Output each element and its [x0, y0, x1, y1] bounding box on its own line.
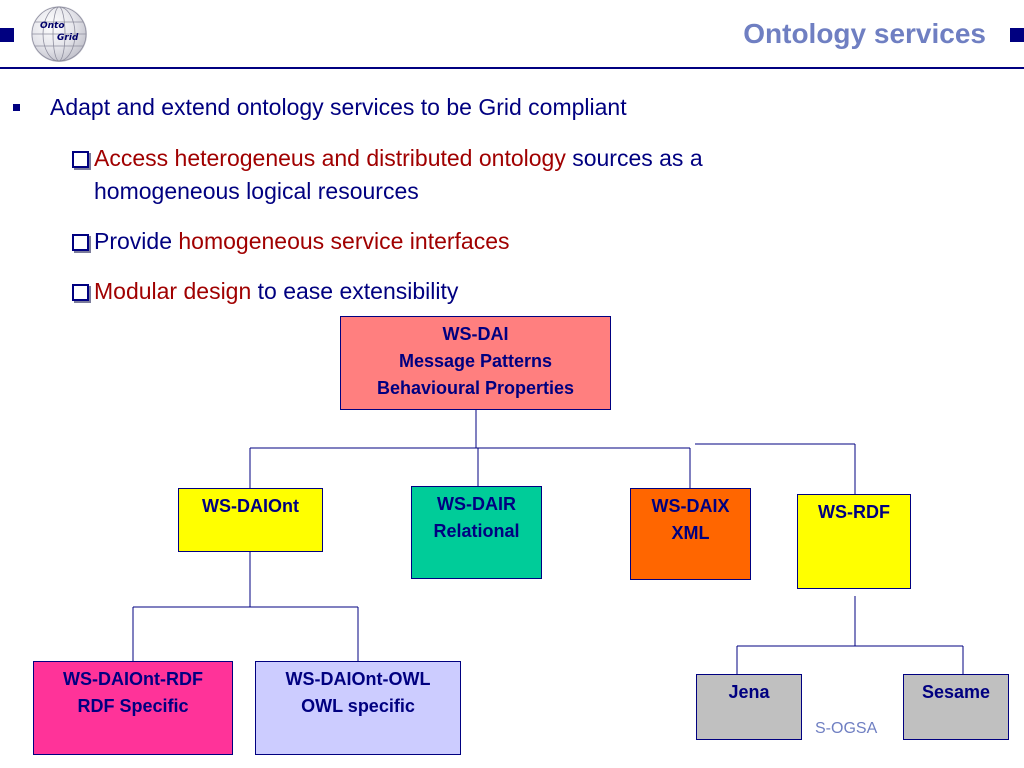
- sub-bullet-1-line2: homogeneous logical resources: [94, 178, 419, 204]
- checkbox-bullet-icon: [72, 151, 89, 168]
- ws-daiont-rdf-box: WS-DAIOnt-RDF RDF Specific: [33, 661, 233, 755]
- ws-daiont-owl-line-2: OWL specific: [301, 696, 415, 716]
- sub-bullet-1: Access heterogeneus and distributed onto…: [94, 142, 894, 208]
- ws-daiont-rdf-line-1: WS-DAIOnt-RDF: [63, 669, 203, 689]
- ws-dai-box: WS-DAI Message Patterns Behavioural Prop…: [340, 316, 611, 410]
- ws-dai-line-3: Behavioural Properties: [376, 378, 575, 398]
- logo-text-grid: Grid: [57, 33, 79, 43]
- bullet-square-icon: [13, 104, 20, 111]
- ws-dair-line-2: Relational: [433, 521, 520, 541]
- ws-rdf-label: WS-RDF: [818, 502, 890, 522]
- jena-box: Jena: [696, 674, 802, 740]
- logo-text-onto: Onto: [40, 21, 65, 31]
- ws-daix-box: WS-DAIX XML: [630, 488, 751, 580]
- ws-dai-line-1: WS-DAI: [442, 324, 509, 344]
- ws-dair-box: WS-DAIR Relational: [411, 486, 542, 579]
- checkbox-bullet-icon: [72, 284, 89, 301]
- sesame-box: Sesame: [903, 674, 1009, 740]
- slide-title: Ontology services: [743, 18, 986, 49]
- bullet-main: Adapt and extend ontology services to be…: [50, 94, 627, 120]
- header-left-square: [0, 28, 14, 42]
- ws-daiont-label: WS-DAIOnt: [202, 496, 299, 516]
- sub-bullet-1-text: sources as a: [565, 145, 703, 171]
- ws-dai-line-2: Message Patterns: [398, 351, 553, 371]
- ws-daiont-owl-box: WS-DAIOnt-OWL OWL specific: [255, 661, 461, 755]
- ws-daiont-box: WS-DAIOnt: [178, 488, 323, 552]
- ws-daiont-owl-line-1: WS-DAIOnt-OWL: [285, 669, 431, 689]
- header-divider: [0, 67, 1024, 69]
- checkbox-bullet-icon: [72, 234, 89, 251]
- ws-daix-line-2: XML: [671, 523, 710, 543]
- ontogrid-logo: Onto Grid: [31, 6, 87, 62]
- sub-bullet-1-highlight: Access heterogeneus and distributed onto…: [94, 145, 566, 171]
- header-right-square: [1010, 28, 1024, 42]
- ws-rdf-box: WS-RDF: [797, 494, 911, 589]
- sub-bullet-2-highlight: homogeneous service interfaces: [178, 228, 510, 254]
- sub-bullet-3-text: to ease extensibility: [251, 278, 459, 304]
- sub-bullet-3-highlight: Modular design: [94, 278, 252, 304]
- ws-dair-line-1: WS-DAIR: [437, 494, 516, 514]
- sub-bullet-2: Provide homogeneous service interfaces: [94, 225, 510, 258]
- sesame-label: Sesame: [921, 682, 991, 702]
- jena-label: Jena: [728, 682, 770, 702]
- sub-bullet-2-text: Provide: [94, 228, 179, 254]
- globe-icon: [31, 6, 87, 62]
- ws-daix-line-1: WS-DAIX: [651, 496, 730, 516]
- footer-label: S-OGSA: [815, 720, 878, 737]
- ws-daiont-rdf-line-2: RDF Specific: [77, 696, 189, 716]
- sub-bullet-3: Modular design to ease extensibility: [94, 275, 458, 308]
